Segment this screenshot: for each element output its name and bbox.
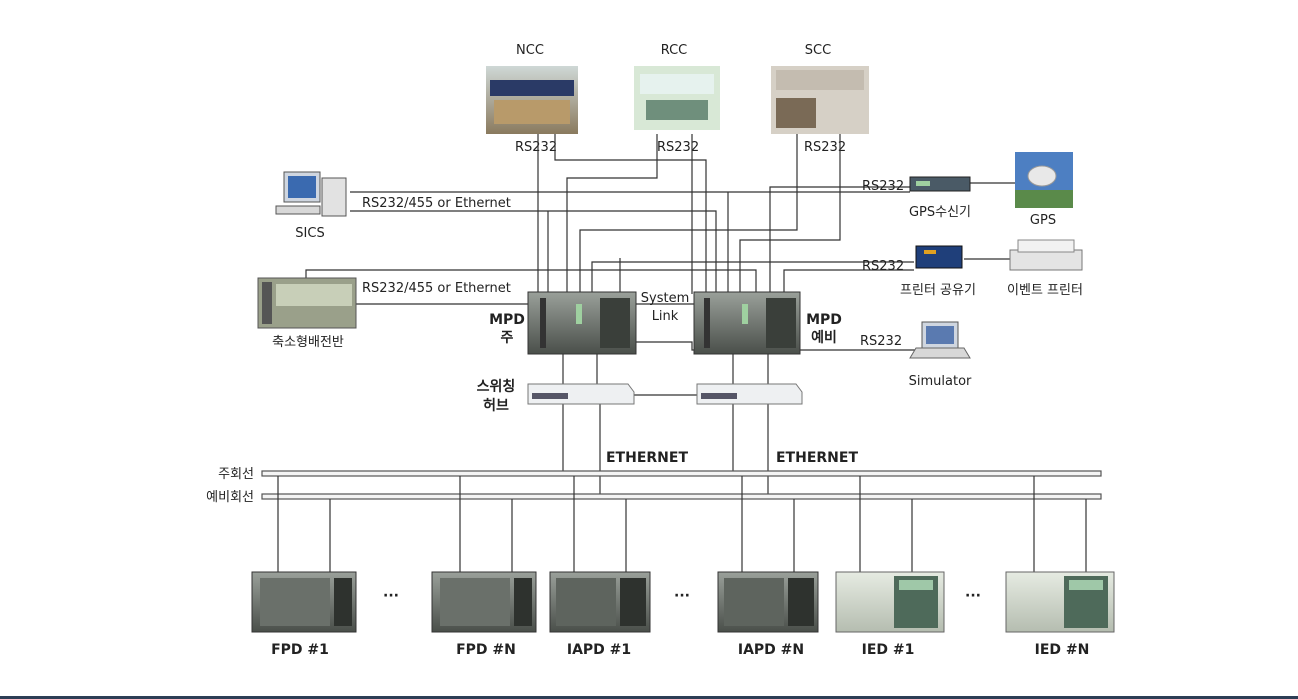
- ethernet-label-right: ETHERNET: [776, 450, 858, 466]
- printer-sharer-icon: [915, 245, 963, 269]
- connection-lines: [305, 134, 1015, 496]
- scc-rs232-label: RS232: [804, 140, 846, 155]
- mpd-main-label: MPD: [489, 312, 525, 328]
- mpd-main-sub-label: 주: [501, 330, 514, 346]
- simulator-laptop-icon: [909, 321, 971, 359]
- iedn-unit: [1005, 571, 1115, 633]
- iapdn-rack: [717, 571, 819, 633]
- fpd1-rack: [251, 571, 357, 633]
- fpdn-label: FPD #N: [456, 642, 516, 658]
- rcc-image: [634, 66, 720, 130]
- switchboard-icon: [257, 277, 357, 329]
- event-printer-label: 이벤트 프린터: [1007, 283, 1083, 298]
- gps-rs232-label: RS232: [862, 179, 904, 194]
- bottom-rule: [0, 696, 1298, 699]
- simulator-rs232-label: RS232: [860, 334, 902, 349]
- sics-computer-icon: [275, 171, 347, 217]
- printer-rs232-label: RS232: [862, 259, 904, 274]
- switchboard-link-label: RS232/455 or Ethernet: [362, 281, 511, 296]
- gps-receiver-label: GPS수신기: [909, 205, 971, 220]
- scc-image: [771, 66, 869, 134]
- sics-label: SICS: [295, 226, 324, 241]
- field-drops: [277, 476, 1087, 572]
- rcc-label: RCC: [661, 43, 688, 58]
- mpd-backup-label: MPD: [806, 312, 842, 328]
- ncc-image: [486, 66, 578, 134]
- mpd-backup-sub-label: 예비: [811, 330, 837, 346]
- scc-label: SCC: [805, 43, 831, 58]
- ellipsis-fpd: ···: [383, 588, 399, 604]
- simulator-label: Simulator: [909, 374, 972, 389]
- hub-sub-label: 허브: [483, 397, 509, 414]
- gps-dish-icon: [1015, 152, 1073, 208]
- system-link-label: System: [641, 291, 689, 306]
- ellipsis-ied: ···: [965, 588, 981, 604]
- switchboard-label: 축소형배전반: [272, 335, 344, 350]
- main-bus-label: 주회선: [218, 467, 254, 482]
- hub-label: 스위칭: [477, 379, 516, 395]
- iedn-label: IED #N: [1035, 642, 1090, 658]
- hub-backup-icon: [696, 383, 803, 405]
- mpd-main-rack: [527, 291, 637, 355]
- backup-bus-label: 예비회선: [206, 490, 254, 505]
- ncc-rs232-label: RS232: [515, 140, 557, 155]
- iapdn-label: IAPD #N: [738, 642, 804, 658]
- ellipsis-iapd: ···: [674, 588, 690, 604]
- rcc-rs232-label: RS232: [657, 140, 699, 155]
- iapd1-label: IAPD #1: [567, 642, 631, 658]
- hub-main-icon: [527, 383, 635, 405]
- gps-label: GPS: [1030, 213, 1056, 228]
- fpdn-rack: [431, 571, 537, 633]
- sics-link-label: RS232/455 or Ethernet: [362, 196, 511, 211]
- ied1-label: IED #1: [862, 642, 915, 658]
- printer-sharer-label: 프린터 공유기: [900, 283, 976, 298]
- mpd-backup-rack: [693, 291, 801, 355]
- system-link-sub-label: Link: [652, 309, 679, 324]
- ncc-label: NCC: [516, 43, 544, 58]
- main-bus: [261, 470, 1102, 477]
- ied1-unit: [835, 571, 945, 633]
- fpd1-label: FPD #1: [271, 642, 329, 658]
- backup-bus: [261, 493, 1102, 500]
- gps-receiver-icon: [909, 176, 971, 192]
- ethernet-label-left: ETHERNET: [606, 450, 688, 466]
- iapd1-rack: [549, 571, 651, 633]
- event-printer-icon: [1009, 239, 1083, 271]
